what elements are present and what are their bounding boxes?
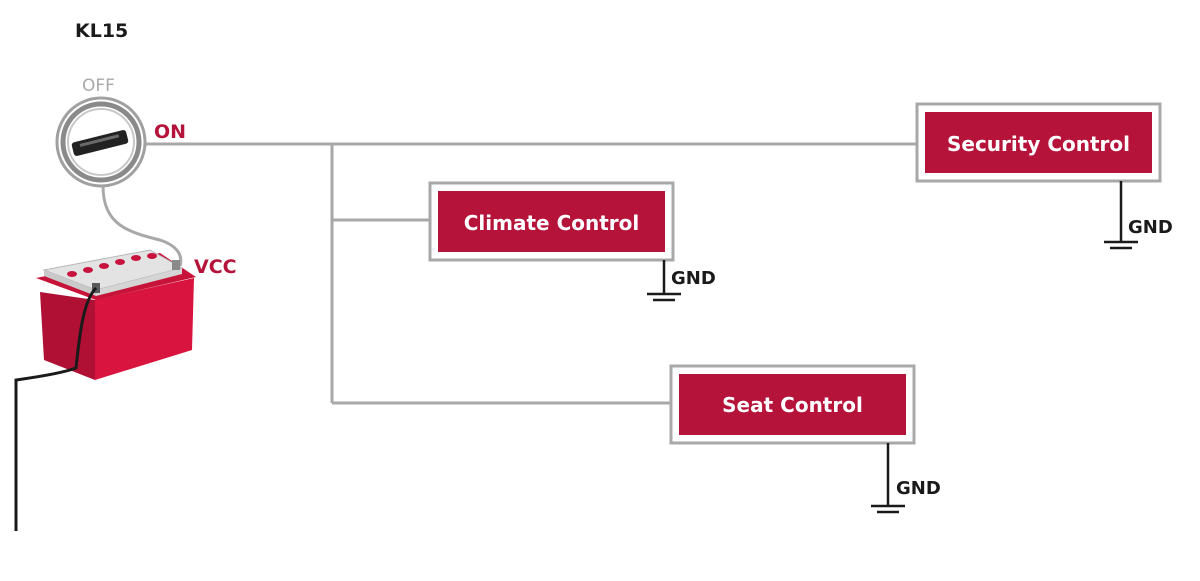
climate-control-label: Climate Control (464, 211, 640, 235)
bus-wires (146, 142, 918, 405)
security-control-label: Security Control (947, 132, 1130, 156)
seat-gnd-label: GND (896, 478, 941, 499)
switch-to-battery-wire (101, 185, 183, 267)
ignition-switch-icon: OFF ON (55, 76, 186, 188)
switch-title: KL15 (75, 20, 128, 42)
on-label: ON (154, 121, 186, 143)
climate-gnd-label: GND (671, 268, 716, 289)
battery-ground-wire (14, 286, 98, 531)
seat-control-module: Seat Control (669, 364, 916, 445)
security-gnd-label: GND (1128, 217, 1173, 238)
seat-control-label: Seat Control (722, 393, 863, 417)
vcc-label: VCC (194, 256, 237, 278)
off-label: OFF (82, 76, 115, 96)
ground-icon (1104, 181, 1138, 250)
ground-icon (871, 443, 905, 514)
security-control-module: Security Control (915, 102, 1162, 183)
ground-icon (647, 260, 681, 302)
battery-icon: VCC (36, 249, 237, 380)
climate-control-module: Climate Control (428, 181, 675, 262)
